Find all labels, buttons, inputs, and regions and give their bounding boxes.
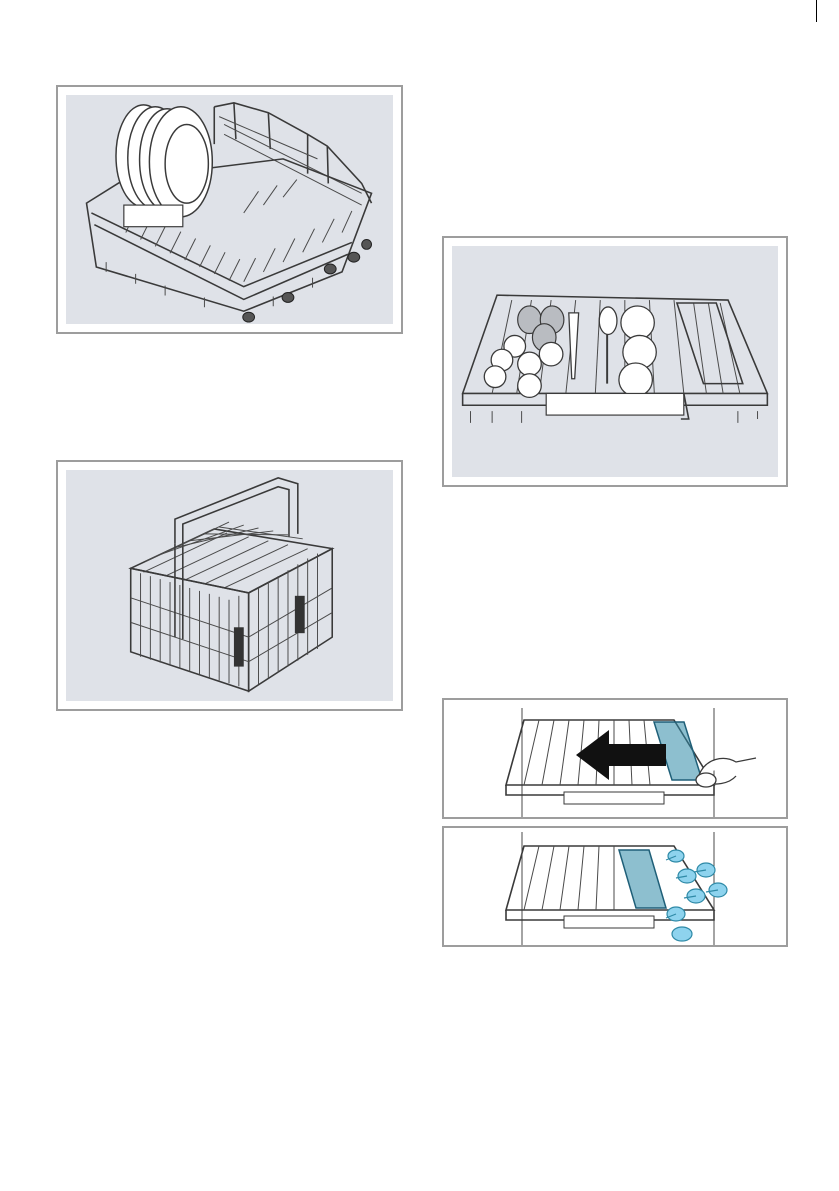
lower-basket-illustration	[56, 85, 403, 334]
shelf-slide-step-2-drawing	[444, 828, 786, 945]
crop-mark	[816, 0, 817, 22]
cutlery-basket-illustration	[56, 460, 403, 711]
shelf-slide-step-1-drawing	[444, 700, 786, 817]
shelf-slide-step-1	[442, 698, 788, 819]
shelf-slide-step-2	[442, 826, 788, 947]
lower-basket-drawing	[66, 95, 393, 324]
cutlery-basket-drawing	[66, 470, 393, 701]
upper-basket-illustration	[442, 236, 788, 487]
arrow-left-icon	[576, 730, 666, 780]
upper-basket-drawing	[452, 246, 778, 477]
